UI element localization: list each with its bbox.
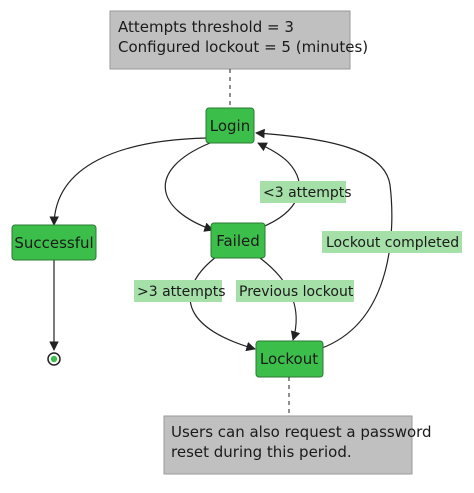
- svg-text:Successful: Successful: [14, 234, 93, 252]
- label-failed-lockout-threshold: >3 attempts: [134, 280, 226, 302]
- svg-text:Lockout: Lockout: [260, 350, 318, 368]
- state-failed[interactable]: Failed: [210, 222, 266, 259]
- edge-failed-lockout-threshold: [189, 256, 256, 352]
- edge-login-successful: [49, 137, 208, 226]
- svg-text:<3 attempts: <3 attempts: [263, 185, 352, 201]
- svg-text:Login: Login: [210, 117, 250, 135]
- state-login[interactable]: Login: [205, 107, 255, 144]
- svg-text:>3 attempts: >3 attempts: [137, 284, 226, 300]
- top-note: Attempts threshold = 3 Configured lockou…: [109, 10, 368, 70]
- bottom-note: Users can also request a password reset …: [163, 415, 432, 475]
- top-note-line2: Configured lockout = 5 (minutes): [118, 38, 368, 56]
- edge-failed-login: [257, 142, 301, 229]
- edge-login-failed: [164, 142, 214, 232]
- bottom-note-box: [163, 415, 413, 475]
- top-note-box: [109, 10, 351, 70]
- svg-text:Previous lockout: Previous lockout: [239, 284, 354, 300]
- bottom-note-line2: reset during this period.: [171, 443, 352, 461]
- label-failed-lockout-previous: Previous lockout: [236, 280, 354, 302]
- state-lockout[interactable]: Lockout: [255, 340, 324, 378]
- svg-text:Failed: Failed: [216, 232, 260, 250]
- label-failed-login: <3 attempts: [260, 181, 352, 203]
- bottom-note-line1: Users can also request a password: [171, 423, 432, 441]
- final-state-icon: [47, 352, 61, 366]
- label-lockout-login: Lockout completed: [322, 231, 462, 253]
- svg-text:Lockout completed: Lockout completed: [326, 235, 459, 251]
- top-note-line1: Attempts threshold = 3: [118, 18, 294, 36]
- edge-lockout-login: [255, 128, 393, 349]
- state-successful[interactable]: Successful: [11, 224, 97, 261]
